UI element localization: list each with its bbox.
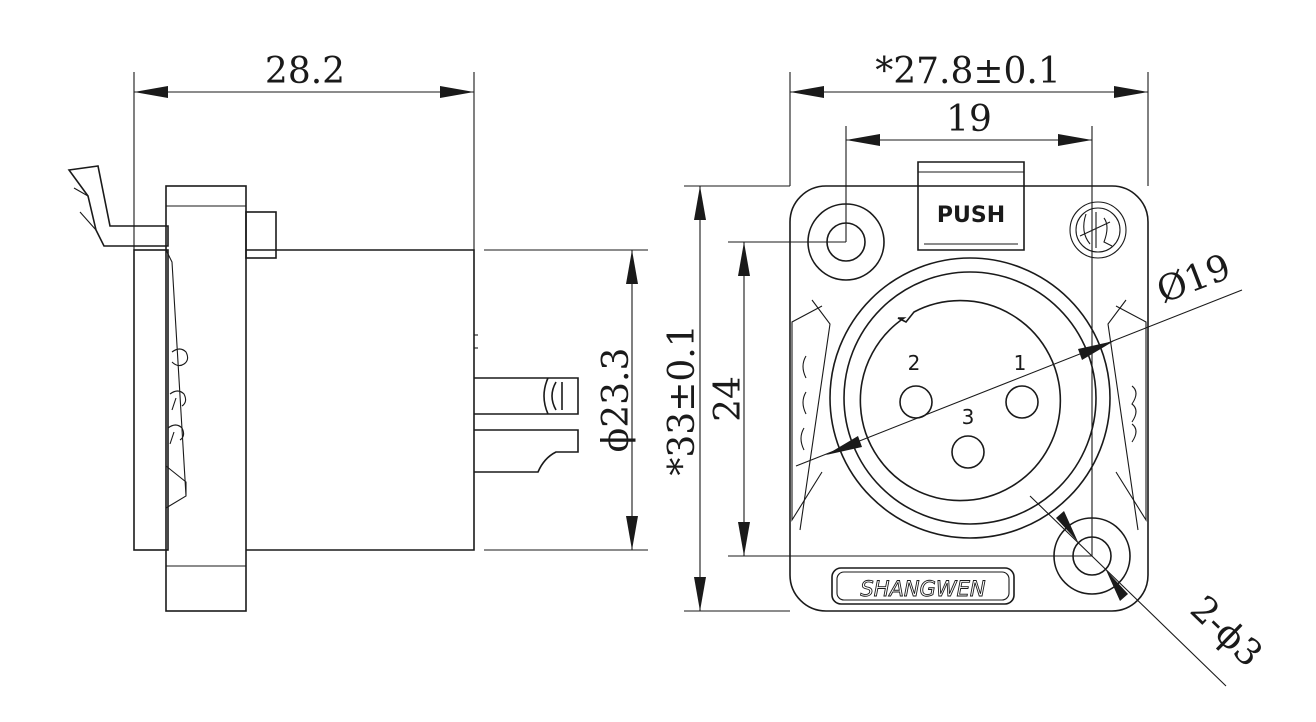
dimension-mount-vertical: 24 <box>708 241 1092 557</box>
brand-label: SHANGWEN <box>860 577 986 601</box>
brand-plate-inner <box>836 571 1010 601</box>
side-clip-1 <box>171 348 189 367</box>
pin-3: 3 <box>951 405 985 469</box>
front-view: PUSH 2 1 3 <box>789 161 1149 612</box>
dim-body-diameter-label: ϕ23.3 <box>596 348 637 453</box>
side-contact-top <box>474 377 579 415</box>
push-latch <box>917 161 1025 251</box>
side-contact-bottom <box>474 429 579 473</box>
push-label: PUSH <box>937 203 1005 228</box>
side-latch-step <box>245 211 277 259</box>
pin-1-label: 1 <box>1014 351 1027 375</box>
brand-logo-seal <box>1069 201 1127 259</box>
pin-3-label: 3 <box>962 405 975 429</box>
dim-side-length-label: 28.2 <box>265 51 345 92</box>
socket-inner-ring <box>859 299 1062 502</box>
socket-outer-ring <box>829 257 1111 539</box>
side-back-plate <box>133 249 169 551</box>
dim-front-height-label: *33±0.1 <box>662 324 703 475</box>
pin-2: 2 <box>899 351 933 419</box>
side-view <box>67 165 579 612</box>
dimension-mount-holes: 2-ϕ3 <box>1029 495 1270 687</box>
dim-socket-diameter-label: Ø19 <box>1151 247 1236 312</box>
side-clip-3 <box>167 424 185 445</box>
dim-mount-holes-label: 2-ϕ3 <box>1182 588 1270 675</box>
pin-1: 1 <box>1005 351 1039 419</box>
front-flange <box>789 185 1149 612</box>
dimension-front-height: *33±0.1 <box>662 185 790 612</box>
side-clip-2 <box>169 390 187 411</box>
side-body <box>246 249 475 551</box>
dim-mount-vertical-label: 24 <box>708 376 749 422</box>
dimension-side-length: 28.2 <box>133 51 475 250</box>
dimension-front-width: *27.8±0.1 <box>789 51 1149 186</box>
pin-2-label: 2 <box>908 351 921 375</box>
socket-mid-ring <box>843 271 1097 525</box>
latch-lever <box>67 165 169 247</box>
dim-mount-spacing-label: 19 <box>946 99 992 140</box>
side-flange <box>165 185 247 612</box>
dimension-mount-spacing: 19 <box>845 99 1093 556</box>
dimension-body-diameter: ϕ23.3 <box>484 249 648 551</box>
dim-front-width-label: *27.8±0.1 <box>875 51 1061 92</box>
brand-plate-outer <box>831 567 1015 605</box>
